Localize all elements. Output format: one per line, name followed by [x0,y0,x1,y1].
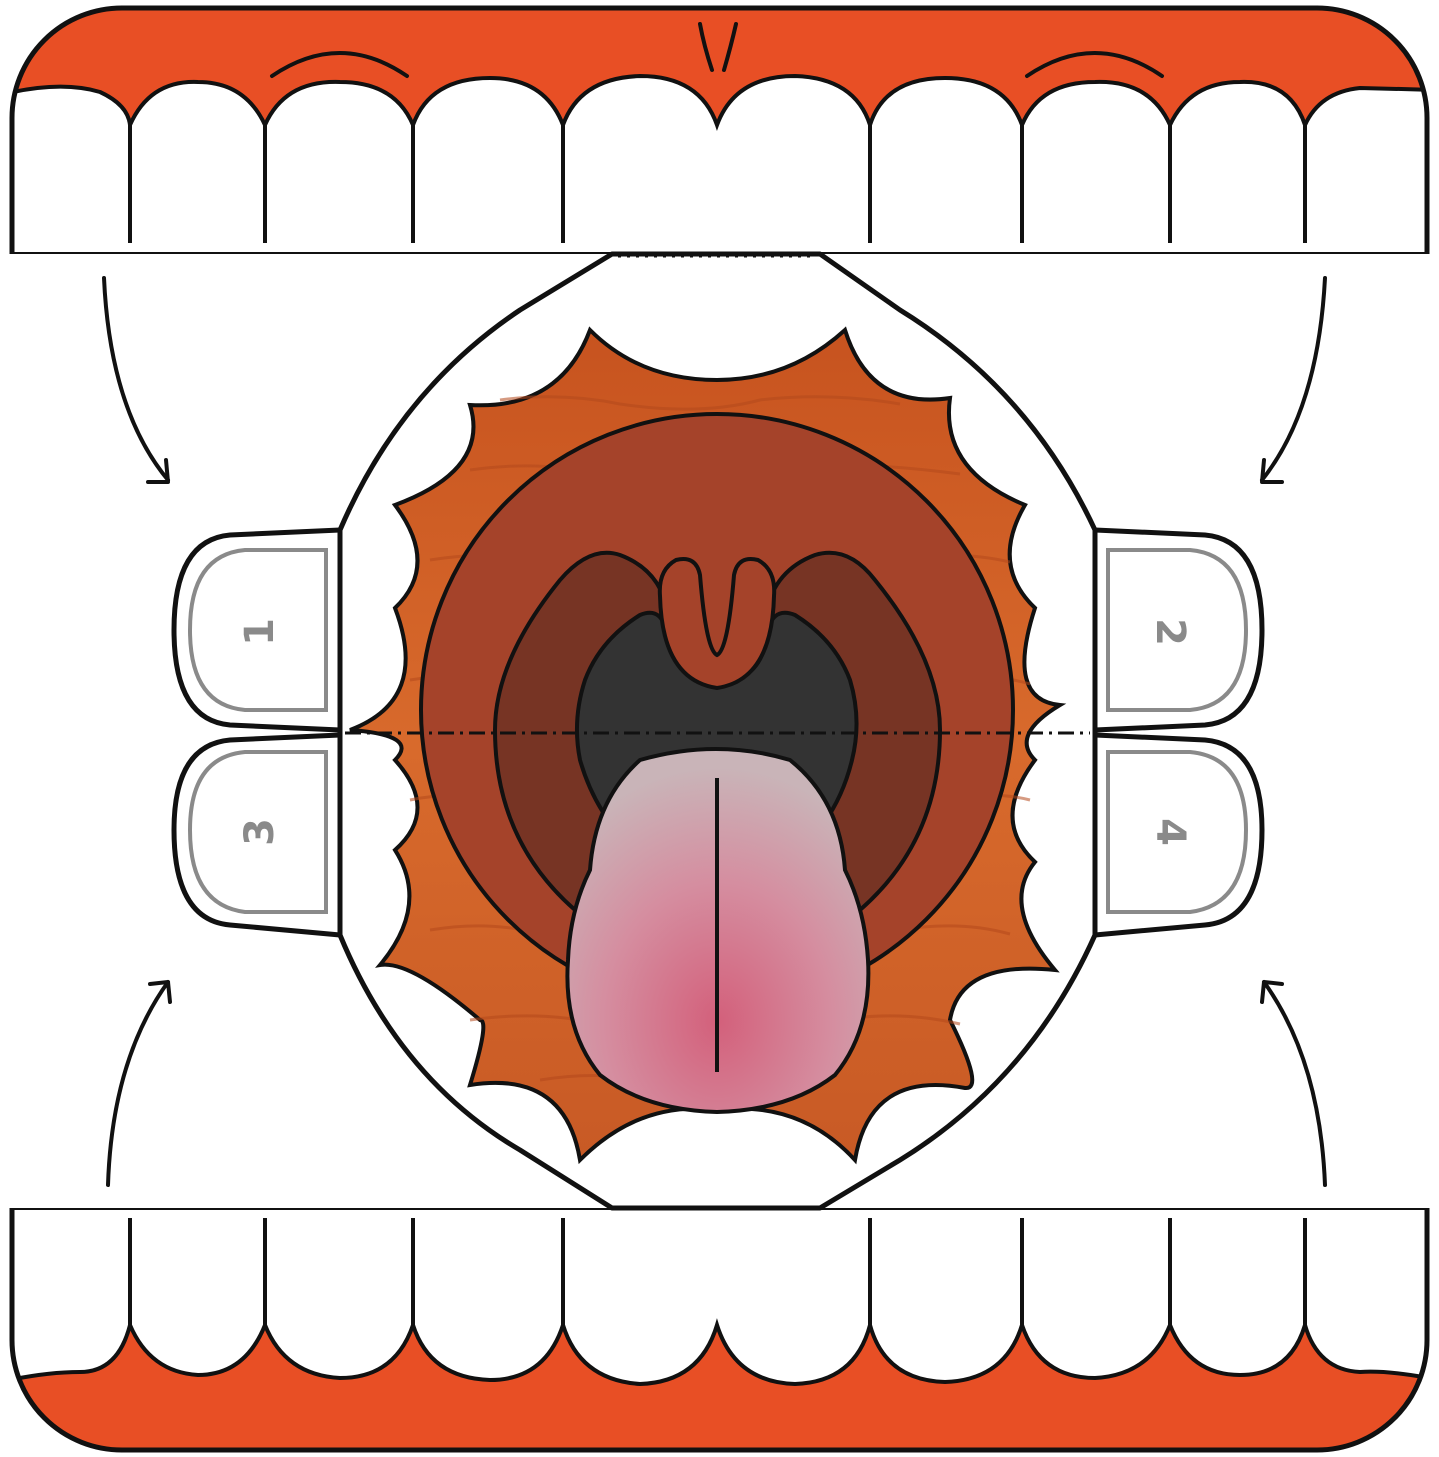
curved-arrow-icon [104,278,168,482]
lower-jaw [0,1208,1439,1450]
tab-number-2: 2 [1147,618,1193,646]
tab-number-1: 1 [237,618,283,646]
upper-jaw [0,8,1439,254]
tab-number-4: 4 [1147,818,1193,846]
tab-number-3: 3 [237,818,283,846]
curved-arrow-icon [1262,982,1325,1185]
curved-arrow-icon [108,982,170,1185]
curved-arrow-icon [1262,278,1325,482]
mouth-piece [340,254,1095,1208]
